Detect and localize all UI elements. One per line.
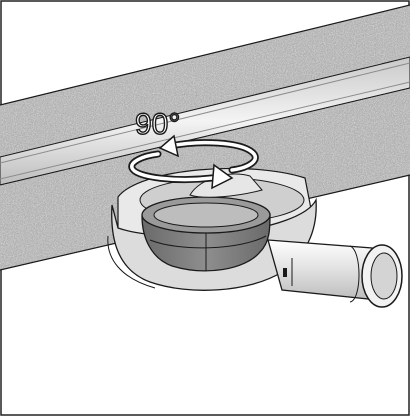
rotation-arrow [128, 134, 259, 190]
rotation-angle-label: 90° [135, 108, 180, 141]
outlet-pipe [267, 239, 403, 308]
odour-trap-insert [141, 173, 271, 272]
drain-channel [0, 56, 410, 186]
